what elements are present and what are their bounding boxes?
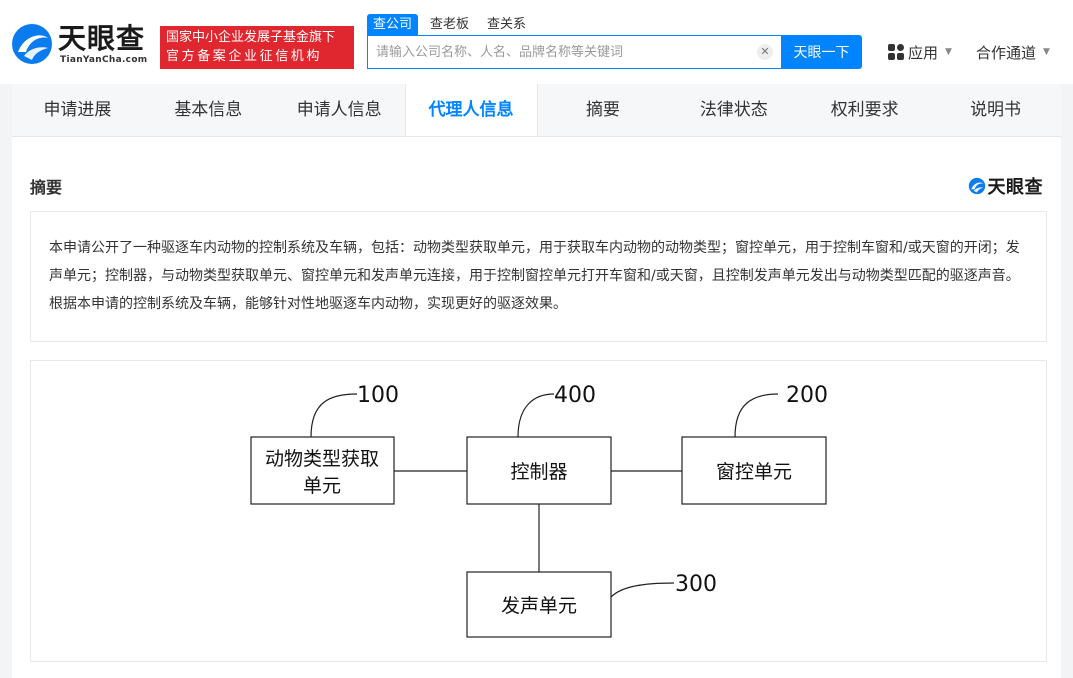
abstract-section: 摘要 天眼查 本申请公开了一种驱逐车内动物的控制系统及车辆，包括：动物类型获取单… xyxy=(12,137,1061,678)
ref-200: 200 xyxy=(786,383,828,408)
node-200-label: 窗控单元 xyxy=(716,461,792,483)
tab-applicant-info[interactable]: 申请人信息 xyxy=(296,100,382,120)
site-logo[interactable]: 天眼查 TianYanCha.com xyxy=(10,22,155,70)
top-header: 天眼查 TianYanCha.com 国家中小企业发展子基金旗下 官方备案企业征… xyxy=(0,0,1073,84)
search-type-tabs: 查公司 查老板 查关系 xyxy=(367,14,532,36)
tab-agent-info[interactable]: 代理人信息 xyxy=(404,84,538,136)
tab-legal-status[interactable]: 法律状态 xyxy=(699,100,768,120)
tianyancha-logo-icon xyxy=(12,24,52,64)
abstract-text: 本申请公开了一种驱逐车内动物的控制系统及车辆，包括：动物类型获取单元，用于获取车… xyxy=(30,211,1047,342)
search-button[interactable]: 天眼一下 xyxy=(781,35,862,69)
section-title: 摘要 xyxy=(30,178,63,197)
caret-down-icon: ▼ xyxy=(945,47,952,57)
nav-partner-label: 合作通道 xyxy=(976,43,1037,62)
ref-100: 100 xyxy=(357,383,399,408)
patent-tabs: 申请进展 基本信息 申请人信息 代理人信息 摘要 法律状态 权利要求 说明书 xyxy=(12,84,1061,137)
tianyancha-logo-icon xyxy=(968,177,985,195)
node-400-label: 控制器 xyxy=(510,461,567,483)
box-animal-type-unit xyxy=(250,436,395,505)
tab-abstract[interactable]: 摘要 xyxy=(585,100,620,120)
box-controller xyxy=(466,436,612,505)
tab-progress[interactable]: 申请进展 xyxy=(43,100,112,120)
apps-grid-icon xyxy=(888,44,904,60)
tab-claims[interactable]: 权利要求 xyxy=(830,100,899,120)
leader-300 xyxy=(610,582,675,598)
nav-partner[interactable]: 合作通道 ▼ xyxy=(976,41,1050,63)
block-diagram: 动物类型获取 单元 控制器 窗控单元 发声单元 100 400 200 300 xyxy=(250,383,828,638)
badge-line-1: 国家中小企业发展子基金旗下 xyxy=(166,30,336,45)
search-tab-boss[interactable]: 查老板 xyxy=(430,17,470,32)
caret-down-icon: ▼ xyxy=(1043,47,1050,57)
badge-line-2: 官方备案企业征信机构 xyxy=(166,49,323,64)
box-sound-unit xyxy=(466,571,612,638)
node-100-label-2: 单元 xyxy=(303,475,341,497)
watermark-text: 天眼查 xyxy=(987,177,1043,198)
clear-icon[interactable]: ✕ xyxy=(757,44,773,60)
tab-basic-info[interactable]: 基本信息 xyxy=(174,100,243,120)
search-tab-company[interactable]: 查公司 xyxy=(367,14,419,36)
box-window-control-unit xyxy=(681,436,827,505)
ref-300: 300 xyxy=(675,572,717,597)
leader-400 xyxy=(517,393,555,438)
node-100-label-1: 动物类型获取 xyxy=(265,448,379,470)
logo-text: 天眼查 xyxy=(58,22,146,55)
official-badge: 国家中小企业发展子基金旗下 官方备案企业征信机构 xyxy=(160,26,354,69)
ref-400: 400 xyxy=(554,383,596,408)
nav-apps[interactable]: 应用 ▼ xyxy=(888,41,952,63)
search-tab-relation[interactable]: 查关系 xyxy=(487,17,527,32)
patent-figure: 动物类型获取 单元 控制器 窗控单元 发声单元 100 400 200 300 xyxy=(30,360,1047,662)
search-input[interactable] xyxy=(376,36,746,68)
leader-200 xyxy=(734,393,779,438)
leader-100 xyxy=(310,393,358,438)
nav-apps-label: 应用 xyxy=(908,43,939,62)
watermark-logo: 天眼查 xyxy=(968,173,1044,199)
search-box: ✕ xyxy=(367,35,781,69)
node-300-label: 发声单元 xyxy=(501,595,577,617)
tab-description[interactable]: 说明书 xyxy=(970,100,1022,120)
logo-domain: TianYanCha.com xyxy=(60,55,148,65)
